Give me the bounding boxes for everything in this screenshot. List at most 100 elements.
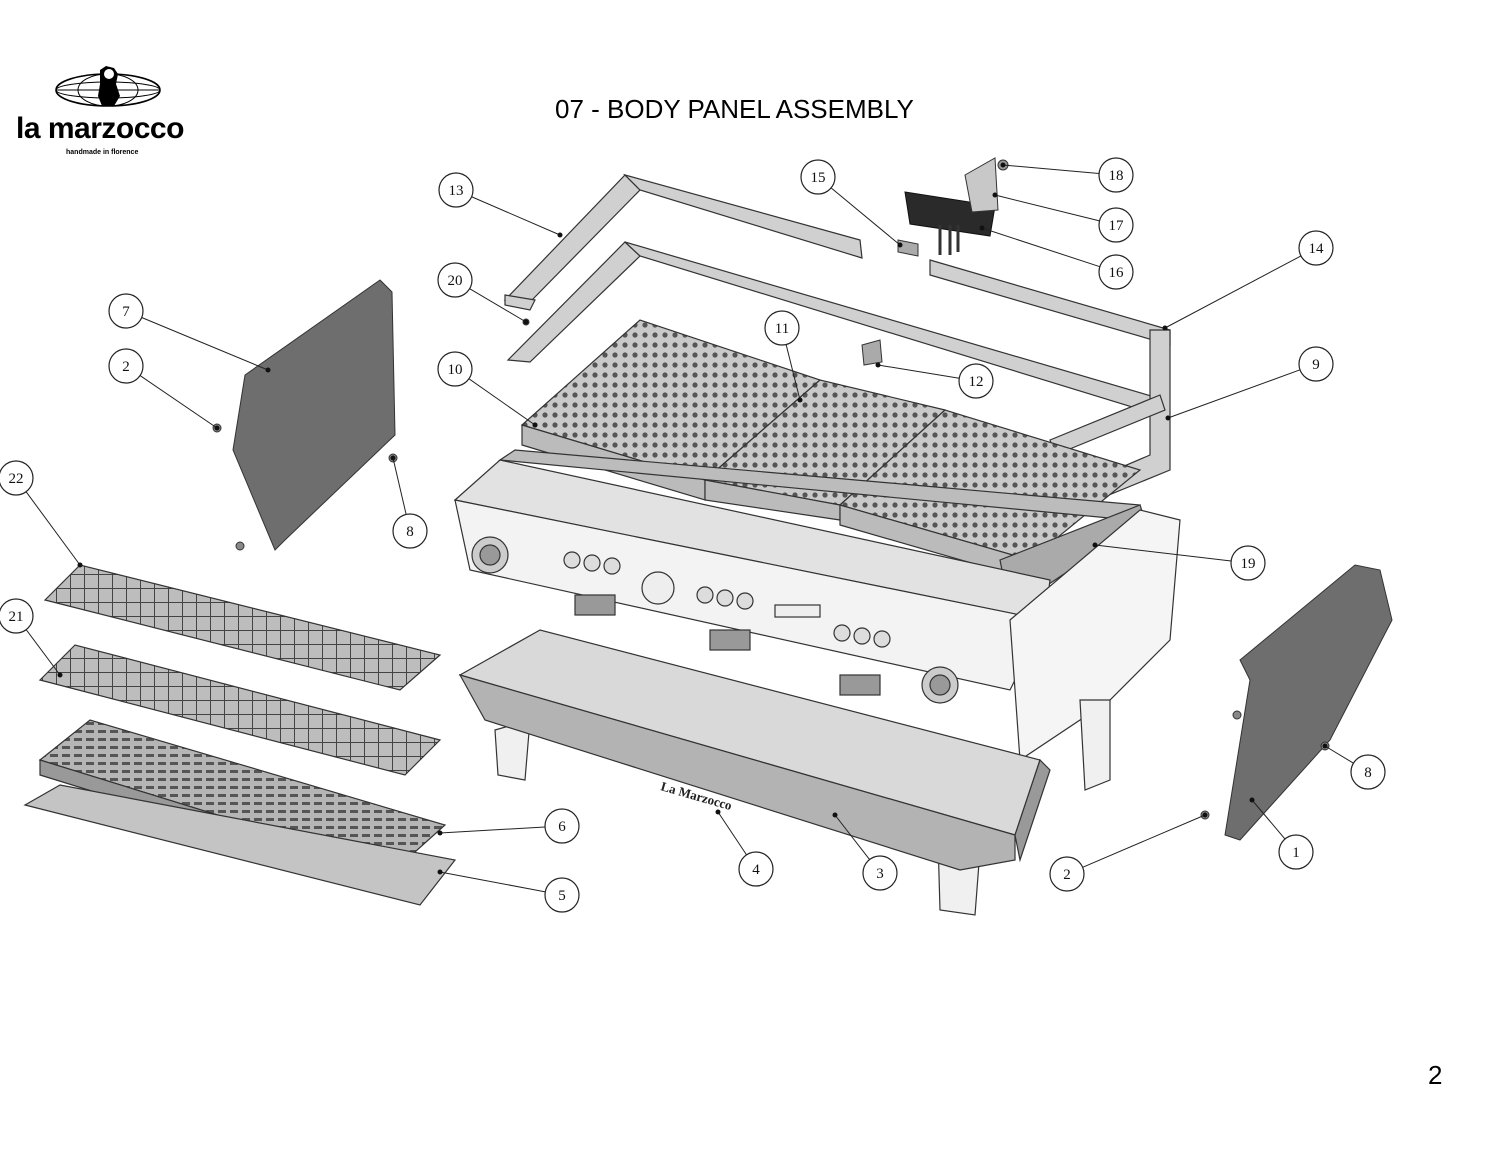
leader-dot <box>390 455 396 461</box>
leader-dot <box>1000 162 1006 168</box>
callout-number: 8 <box>406 524 414 540</box>
leader-line <box>471 196 561 236</box>
leader-line <box>877 364 960 379</box>
callout-8: 8 <box>1350 754 1386 790</box>
callout-number: 5 <box>558 888 566 904</box>
leader-line <box>994 194 1100 222</box>
callout-number: 6 <box>558 819 566 835</box>
leader-dot <box>897 242 903 248</box>
callout-number: 17 <box>1109 218 1125 234</box>
callout-number: 16 <box>1109 265 1125 281</box>
callout-19: 19 <box>1230 545 1266 581</box>
leader-line <box>469 288 527 323</box>
callout-7: 7 <box>108 293 144 329</box>
callout-22: 22 <box>0 460 34 496</box>
cup-warmer-trays <box>520 319 1142 581</box>
callout-4: 4 <box>738 851 774 887</box>
leader-dot <box>57 672 63 678</box>
lion-globe-logo-icon <box>55 66 161 107</box>
leader-line <box>139 375 218 429</box>
page-title: 07 - BODY PANEL ASSEMBLY <box>555 94 914 124</box>
leader-dot <box>557 232 563 238</box>
callout-14: 14 <box>1298 230 1334 266</box>
leader-line <box>1002 164 1100 174</box>
callout-number: 21 <box>9 609 24 625</box>
leader-dot <box>265 367 271 373</box>
leader-dot <box>875 362 881 368</box>
leader-line <box>468 378 536 426</box>
leader-line <box>834 814 870 860</box>
leader-dot <box>832 812 838 818</box>
drip-tray <box>23 719 457 906</box>
callout-2: 2 <box>108 348 144 384</box>
leader-lines <box>25 162 1354 893</box>
leader-line <box>392 457 407 515</box>
leader-dot <box>437 830 443 836</box>
leader-dot <box>1162 325 1168 331</box>
leader-line <box>981 227 1101 268</box>
upper-frame-rail <box>503 173 863 311</box>
callout-21: 21 <box>0 598 34 634</box>
leader-line <box>1082 814 1206 868</box>
bracket-part <box>861 339 883 366</box>
callout-1: 1 <box>1278 834 1314 870</box>
callout-16: 16 <box>1098 254 1134 290</box>
callout-number: 9 <box>1312 357 1320 373</box>
callout-number: 3 <box>876 866 884 882</box>
leader-dot <box>1165 415 1171 421</box>
leader-line <box>717 811 747 856</box>
callout-20: 20 <box>437 262 473 298</box>
leader-dot <box>1202 812 1208 818</box>
machine-body <box>453 449 1181 916</box>
callout-9: 9 <box>1298 346 1334 382</box>
leader-line <box>25 629 61 676</box>
callout-13: 13 <box>438 172 474 208</box>
page-number: 2 <box>1428 1060 1443 1090</box>
leader-line <box>439 826 546 834</box>
callout-number: 11 <box>775 321 789 337</box>
leader-dot <box>523 319 529 325</box>
drip-grates <box>38 564 442 776</box>
leader-dot <box>797 397 803 403</box>
leader-dot <box>1092 542 1098 548</box>
callout-18: 18 <box>1098 157 1134 193</box>
callout-12: 12 <box>958 363 994 399</box>
callout-15: 15 <box>800 159 836 195</box>
callout-3: 3 <box>862 855 898 891</box>
callout-number: 2 <box>1063 867 1071 883</box>
brand-wordmark: la marzocco <box>16 112 184 145</box>
leader-dot <box>214 425 220 431</box>
leader-line <box>1094 544 1232 562</box>
callout-2: 2 <box>1049 856 1085 892</box>
callout-number: 20 <box>448 273 463 289</box>
leader-dot <box>1322 743 1328 749</box>
leader-dot <box>532 422 538 428</box>
leader-line <box>1324 745 1354 764</box>
leader-dot <box>1249 797 1255 803</box>
leader-dot <box>992 192 998 198</box>
leader-line <box>1167 369 1301 419</box>
callout-number: 18 <box>1109 168 1124 184</box>
leader-line <box>141 317 269 371</box>
leader-line <box>1164 255 1302 329</box>
callout-number: 12 <box>969 374 984 390</box>
clip-part <box>897 239 919 257</box>
callout-number: 7 <box>122 304 130 320</box>
callout-8: 8 <box>392 513 428 549</box>
leader-line <box>830 187 901 246</box>
leader-dot <box>979 225 985 231</box>
callout-number: 19 <box>1241 556 1256 572</box>
callout-6: 6 <box>544 808 580 844</box>
screws <box>212 318 1330 820</box>
leader-dot <box>715 809 721 815</box>
leader-line <box>1251 799 1286 840</box>
display-bracket <box>904 157 1009 255</box>
callout-number: 13 <box>449 183 464 199</box>
callout-number: 10 <box>448 362 463 378</box>
right-side-panel <box>1224 564 1393 841</box>
callout-5: 5 <box>544 877 580 913</box>
leader-dot <box>77 562 83 568</box>
callout-17: 17 <box>1098 207 1134 243</box>
callout-number: 15 <box>811 170 826 186</box>
